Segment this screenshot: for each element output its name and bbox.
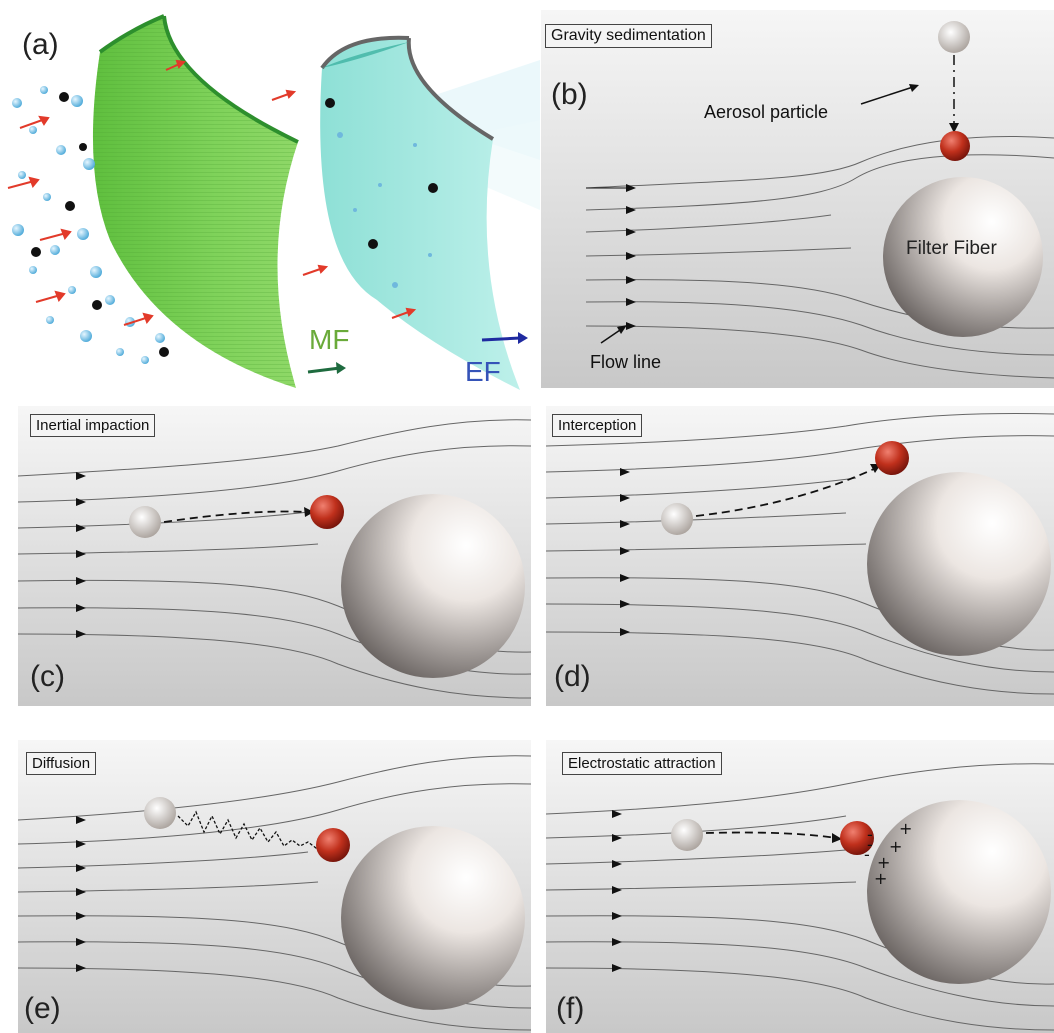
ef-label: EF <box>465 356 501 387</box>
svg-text:-: - <box>867 835 873 854</box>
gravity-sedimentation-diagram <box>541 10 1054 388</box>
particle-start <box>671 819 703 851</box>
aerosol-particle-label: Aerosol particle <box>704 102 829 122</box>
mf-label: MF <box>309 324 350 355</box>
interception-diagram <box>546 406 1054 706</box>
panel-b: Gravity sedimentation (b) Aerosol partic… <box>541 10 1054 388</box>
svg-text:-: - <box>864 845 870 864</box>
svg-text:+: + <box>899 819 912 838</box>
svg-text:+: + <box>877 853 890 872</box>
panel-d-title: Interception <box>552 414 643 437</box>
captured-particle <box>940 131 970 161</box>
svg-text:+: + <box>889 837 902 856</box>
panel-c-label: (c) <box>30 660 65 693</box>
panel-a-label: (a) <box>22 28 59 61</box>
panel-e: Diffusion (e) <box>18 740 531 1033</box>
aerosol-particle <box>938 21 970 53</box>
panel-b-title: Gravity sedimentation <box>545 24 712 48</box>
electrostatic-attraction-diagram: --- ++++ <box>546 740 1054 1033</box>
inertial-impaction-diagram <box>18 406 531 706</box>
panel-c: Inertial impaction (c) <box>18 406 531 706</box>
svg-text:-: - <box>867 825 873 844</box>
particle-captured <box>310 495 344 529</box>
fiber <box>867 800 1051 984</box>
flow-line-label: Flow line <box>590 352 662 372</box>
panel-f-label: (f) <box>556 992 585 1025</box>
fiber <box>341 494 525 678</box>
fiber <box>341 826 525 1010</box>
fiber <box>867 472 1051 656</box>
charged-particle <box>840 821 874 855</box>
diffusion-diagram <box>18 740 531 1033</box>
particle-captured <box>875 441 909 475</box>
panel-e-title: Diffusion <box>26 752 97 775</box>
panel-f: --- ++++ Electrostatic attraction (f) <box>546 740 1054 1033</box>
panel-d: Interception (d) <box>546 406 1054 706</box>
particle-captured <box>316 828 350 862</box>
filter-fiber-label: Filter Fiber <box>906 238 997 259</box>
panel-d-label: (d) <box>554 660 591 693</box>
charge-signs: --- ++++ <box>864 819 912 888</box>
panel-c-title: Inertial impaction <box>30 414 156 437</box>
panel-f-title: Electrostatic attraction <box>562 752 722 775</box>
panel-e-label: (e) <box>24 992 61 1025</box>
filter-fiber <box>883 177 1043 337</box>
panel-a: (a) MF EF <box>0 0 540 392</box>
particle-start <box>661 503 693 535</box>
particle-start <box>129 506 161 538</box>
particle-start <box>144 797 176 829</box>
svg-text:+: + <box>874 869 887 888</box>
panel-b-label: (b) <box>551 78 588 111</box>
filter-layers-illustration <box>7 14 540 390</box>
